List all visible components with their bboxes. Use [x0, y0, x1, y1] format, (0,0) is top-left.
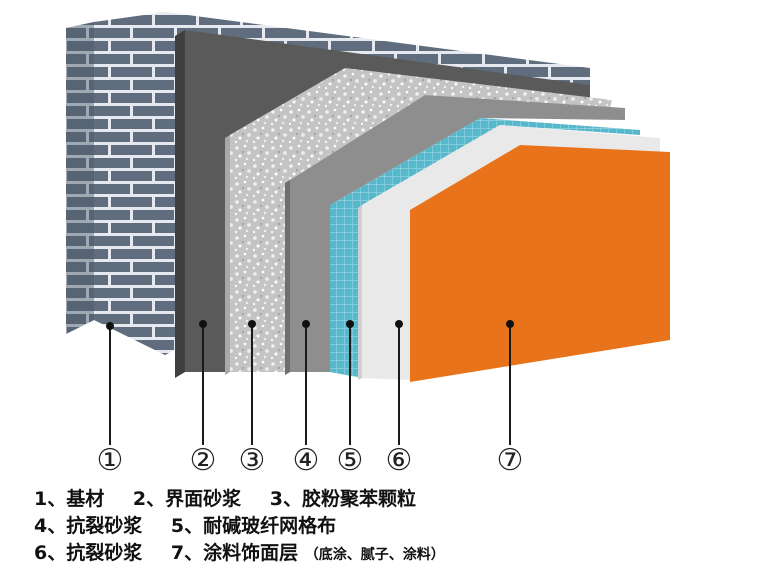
- legend-line-2: 4、抗裂砂浆 5、耐碱玻纤网格布: [34, 513, 754, 540]
- legend-line-3: 6、抗裂砂浆 7、涂料饰面层 （底涂、腻子、涂料）: [34, 540, 754, 567]
- marker-6: ⑥: [386, 443, 413, 478]
- marker-1: ①: [97, 443, 124, 478]
- marker-4: ④: [293, 443, 320, 478]
- marker-5: ⑤: [337, 443, 364, 478]
- legend-item-4: 4、抗裂砂浆: [34, 515, 143, 537]
- legend-item-7: 7、涂料饰面层: [170, 542, 299, 564]
- layer-3-insulation-granules: [225, 68, 612, 375]
- marker-7: ⑦: [497, 443, 524, 478]
- legend-item-6: 6、抗裂砂浆: [34, 542, 143, 564]
- legend: 1、基材 2、界面砂浆 3、胶粉聚苯颗粒 4、抗裂砂浆 5、耐碱玻纤网格布 6、…: [34, 486, 754, 567]
- marker-2: ②: [190, 443, 217, 478]
- legend-item-5: 5、耐碱玻纤网格布: [170, 515, 337, 537]
- leader-dots: [106, 320, 514, 330]
- layer-6-anti-crack-mortar: [358, 125, 660, 380]
- legend-item-1: 1、基材: [34, 488, 105, 510]
- layer-7-coating-finish: [410, 145, 670, 382]
- marker-3: ③: [239, 443, 266, 478]
- layer-4-anti-crack-mortar: [285, 95, 625, 375]
- leader-lines: [109, 325, 511, 445]
- legend-item-7-note: （底涂、腻子、涂料）: [304, 547, 445, 563]
- legend-item-3: 3、胶粉聚苯颗粒: [269, 488, 416, 510]
- legend-item-2: 2、界面砂浆: [132, 488, 242, 510]
- legend-line-1: 1、基材 2、界面砂浆 3、胶粉聚苯颗粒: [34, 486, 754, 513]
- layer-1-base-wall: [66, 12, 590, 355]
